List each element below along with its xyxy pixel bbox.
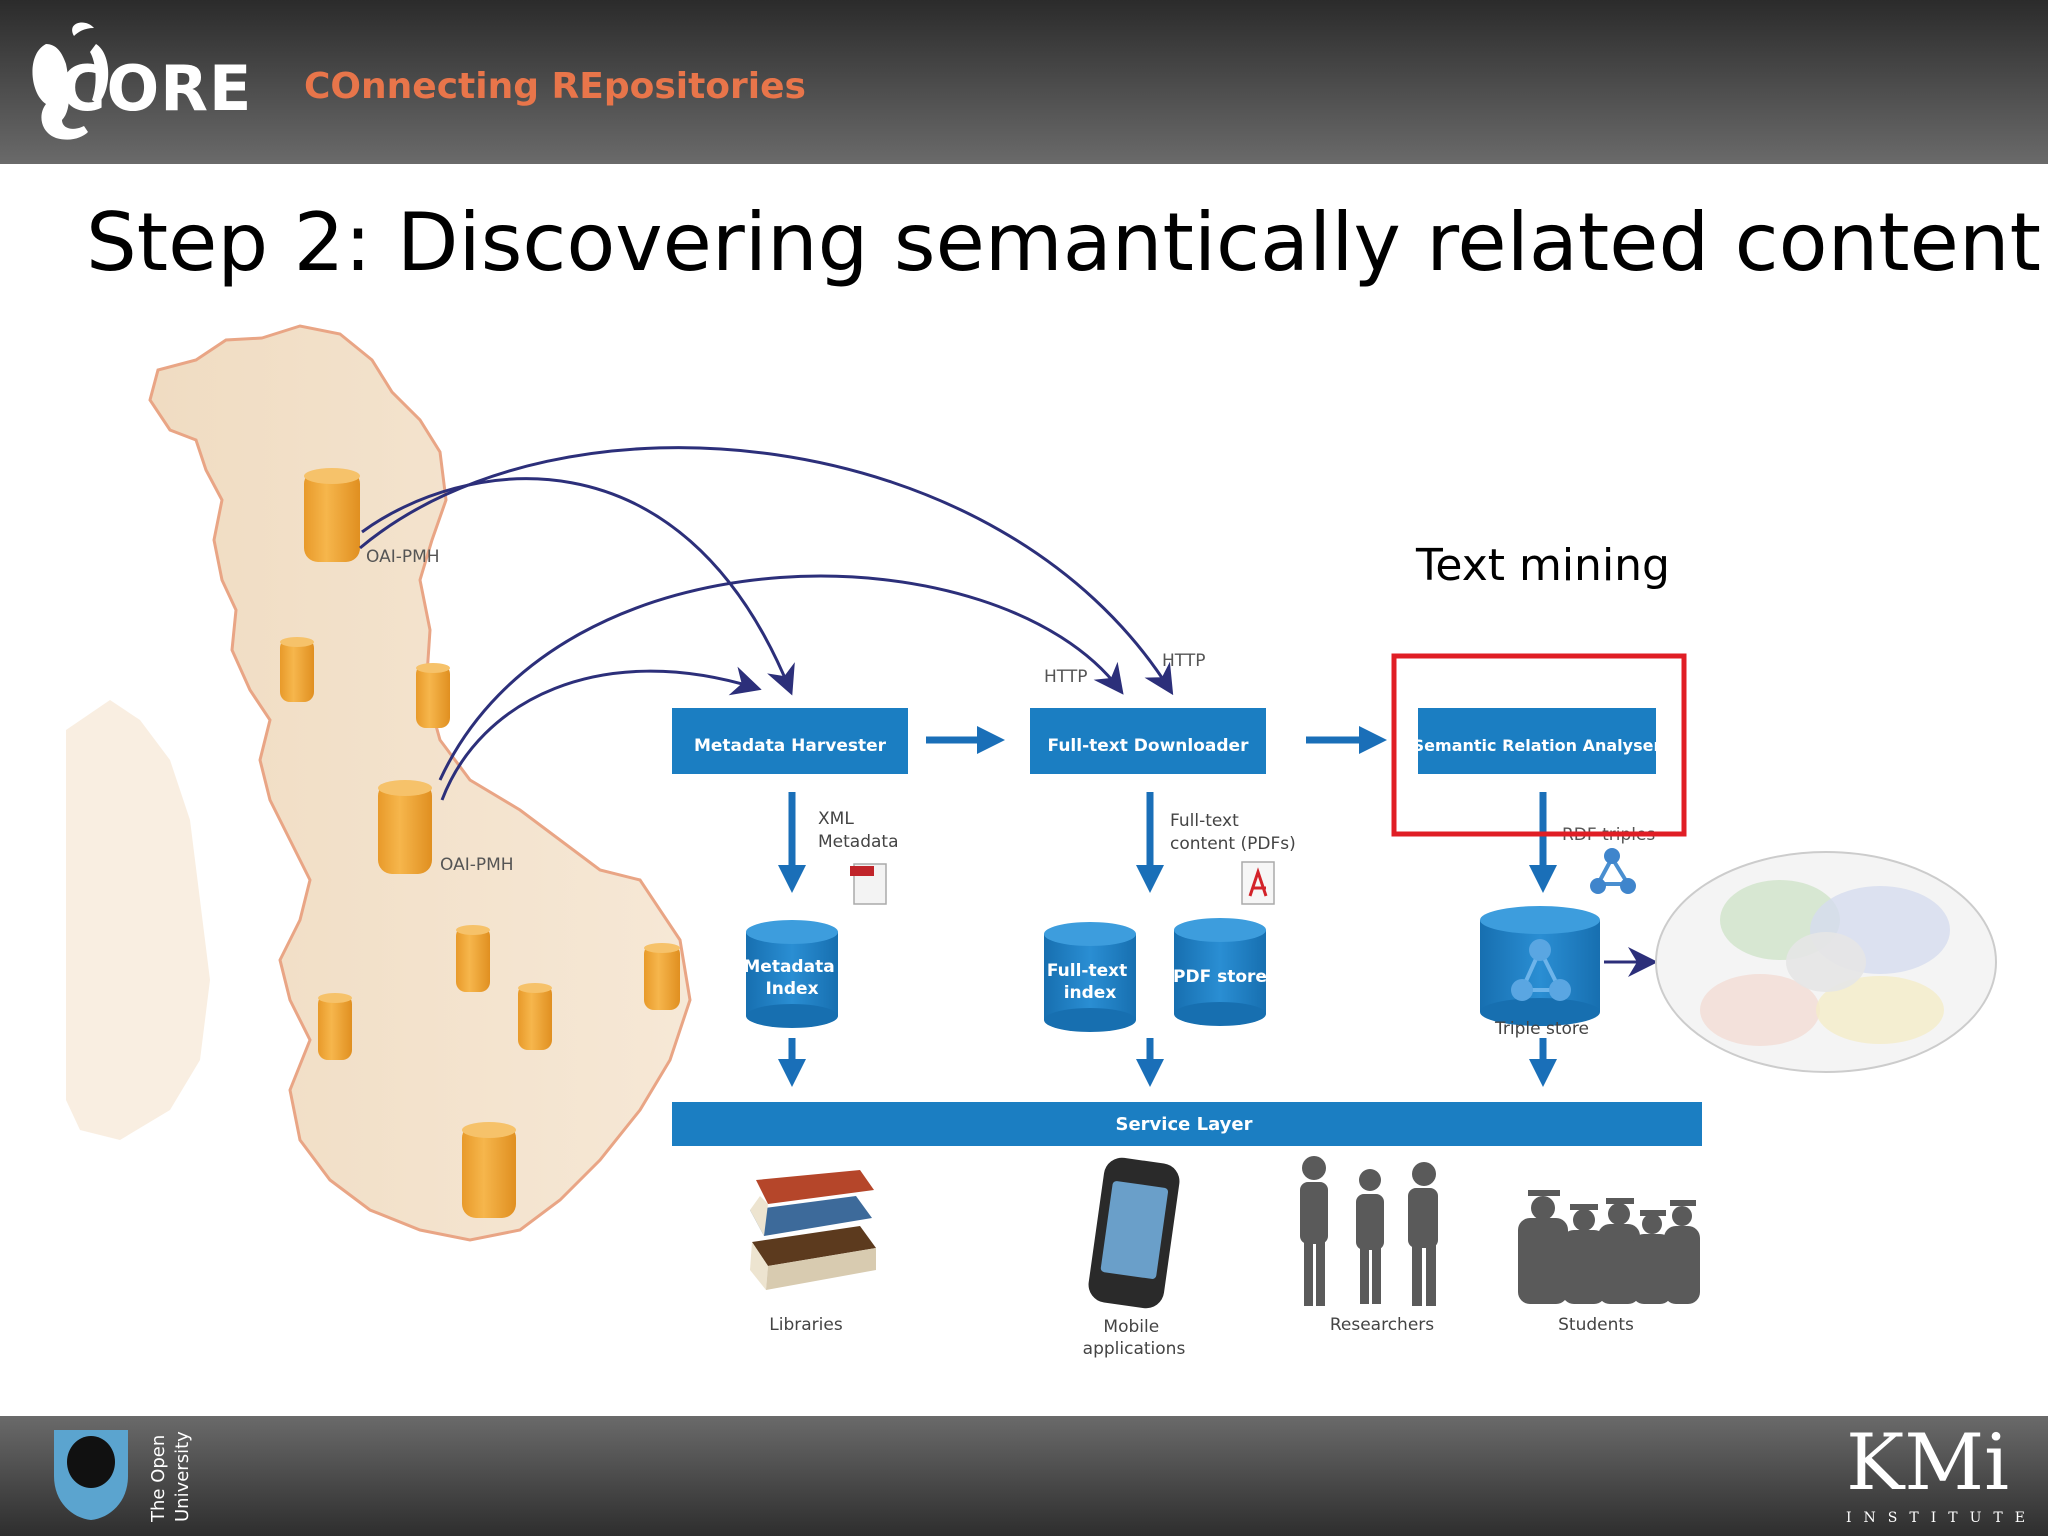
footer-bar: [0, 1416, 2048, 1536]
fulltext-content-label: Full-text content (PDFs): [1170, 811, 1296, 854]
rdf-graph-icon: [1590, 848, 1636, 894]
open-university-text: The Open University: [148, 1431, 193, 1523]
mobile-label: Mobile applications: [1083, 1317, 1186, 1359]
ireland-map: [66, 700, 210, 1140]
slide-title: Step 2: Discovering semantically related…: [86, 196, 2041, 289]
triple-store-label: Triple store: [1494, 1019, 1589, 1039]
fulltext-downloader-box: [1030, 708, 1266, 774]
linked-data-cloud: [1655, 851, 1997, 1073]
kmi-bottom-text: INSTITUTE: [1846, 1510, 2037, 1526]
students-icon: [1518, 1190, 1700, 1304]
mobile-phone-icon: [1088, 1157, 1180, 1309]
text-mining-highlight: [1391, 653, 1687, 837]
svg-text:University: University: [172, 1431, 193, 1522]
oai-pmh-label: OAI-PMH: [366, 547, 440, 567]
metadata-index-cylinder: [746, 920, 838, 1028]
repository-barrel: [280, 637, 314, 702]
triple-store-cylinder: [1480, 906, 1600, 1026]
kmi-top-text: KNOWLEDGE MEDIA: [1842, 1386, 2025, 1404]
metadata-index-label: Metadata Index: [743, 957, 840, 999]
metadata-harvester-label: Metadata Harvester: [694, 736, 887, 756]
header-bar: [0, 0, 2048, 164]
xml-metadata-label: XML Metadata: [818, 809, 899, 852]
service-layer-label: Service Layer: [1116, 1114, 1253, 1135]
repository-barrel: [318, 993, 352, 1060]
oai-curve: [361, 477, 795, 696]
researchers-label: Researchers: [1330, 1315, 1434, 1335]
metadata-harvester-box: [672, 708, 908, 774]
http-label: HTTP: [1044, 667, 1088, 687]
http-label: HTTP: [1162, 651, 1206, 671]
students-label: Students: [1558, 1315, 1634, 1335]
kmi-logo: KMi: [1846, 1418, 2010, 1508]
researchers-icon: [1300, 1156, 1438, 1306]
fulltext-downloader-label: Full-text Downloader: [1048, 736, 1250, 756]
oai-curve: [440, 666, 762, 801]
text-mining-callout: Text mining: [1416, 540, 1670, 591]
books-icon: [750, 1170, 876, 1290]
repository-barrel: [456, 925, 490, 992]
http-curve: [359, 446, 1174, 696]
xml-file-icon: [850, 863, 887, 905]
repository-barrels: [280, 468, 680, 1218]
pdf-store-label: PDF store: [1173, 967, 1267, 987]
repository-barrel: [644, 943, 680, 1010]
http-curve: [438, 574, 1124, 781]
pdf-store-cylinder: [1174, 918, 1266, 1026]
open-university-shield-icon: [54, 1430, 128, 1520]
service-layer-bar: [672, 1102, 1702, 1146]
core-apple-icon: [32, 22, 109, 140]
core-logo-text: CORE: [60, 52, 253, 125]
fulltext-index-cylinder: [1044, 922, 1136, 1032]
repository-barrel: [462, 1122, 516, 1218]
pdf-file-icon: [1241, 861, 1275, 905]
semantic-analyser-label: Semantic Relation Analyser: [1413, 736, 1662, 755]
oai-pmh-label: OAI-PMH: [440, 855, 514, 875]
fulltext-index-label: Full-text index: [1047, 961, 1133, 1003]
flow-arrows: [778, 726, 1557, 1087]
core-tagline: COnnecting REpositories: [304, 66, 806, 107]
libraries-label: Libraries: [769, 1315, 843, 1335]
repository-barrel: [416, 663, 450, 728]
repository-barrel: [518, 983, 552, 1050]
semantic-analyser-box: [1418, 708, 1656, 774]
svg-text:The Open: The Open: [148, 1435, 169, 1523]
repository-barrel: [304, 468, 360, 562]
repository-barrel: [378, 780, 432, 874]
harvest-curves: [359, 446, 1174, 801]
